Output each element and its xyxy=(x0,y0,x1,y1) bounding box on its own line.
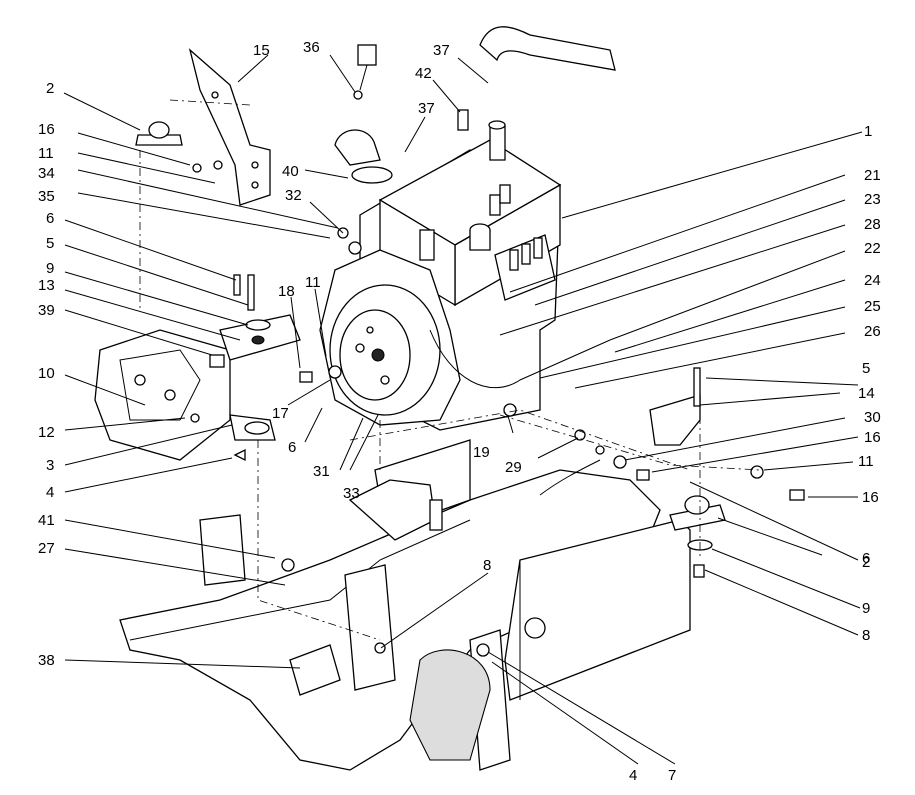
callout-19: 19 xyxy=(473,444,490,461)
callout-9: 9 xyxy=(46,260,54,277)
callout-4: 4 xyxy=(629,767,637,784)
callout-36: 36 xyxy=(303,39,320,56)
callout-17: 17 xyxy=(272,405,289,422)
callout-18: 18 xyxy=(278,283,295,300)
callout-33: 33 xyxy=(343,485,360,502)
callout-14: 14 xyxy=(858,385,875,402)
temp-sender xyxy=(353,44,469,131)
hardware-small xyxy=(190,160,805,657)
rubber-mount-top-left xyxy=(135,121,183,146)
callout-5: 5 xyxy=(46,235,54,252)
callout-2: 2 xyxy=(862,554,870,571)
callout-labels: 1 2 2 3 4 4 5 5 6 6 6 7 8 8 9 9 10 11 11… xyxy=(38,39,881,784)
callout-35: 35 xyxy=(38,188,55,205)
callout-23: 23 xyxy=(864,191,881,208)
callout-10: 10 xyxy=(38,365,55,382)
callout-8: 8 xyxy=(862,627,870,644)
throttle-cable xyxy=(429,329,611,496)
callout-29: 29 xyxy=(505,459,522,476)
callout-27: 27 xyxy=(38,540,55,557)
callout-13: 13 xyxy=(38,277,55,294)
callout-16: 16 xyxy=(38,121,55,138)
callout-11: 11 xyxy=(305,274,321,291)
thermostat-housing xyxy=(334,129,393,184)
callout-24: 24 xyxy=(864,272,881,289)
callout-39: 39 xyxy=(38,302,55,319)
callout-31: 31 xyxy=(313,463,330,480)
callout-6: 6 xyxy=(46,210,54,227)
callout-7: 7 xyxy=(668,767,676,784)
upper-hose xyxy=(479,26,616,71)
callout-6: 6 xyxy=(862,550,870,567)
callout-11: 11 xyxy=(38,145,54,162)
callout-15: 15 xyxy=(253,42,270,59)
callout-38: 38 xyxy=(38,652,55,669)
callout-3: 3 xyxy=(46,457,54,474)
callout-1: 1 xyxy=(864,123,872,140)
callout-40: 40 xyxy=(282,163,299,180)
callout-12: 12 xyxy=(38,424,55,441)
callout-42: 42 xyxy=(415,65,432,82)
callout-21: 21 xyxy=(864,167,881,184)
callout-34: 34 xyxy=(38,165,55,182)
callout-16: 16 xyxy=(862,489,879,506)
callout-32: 32 xyxy=(285,187,302,204)
callout-16: 16 xyxy=(864,429,881,446)
alignment-centerlines xyxy=(139,99,761,641)
frame-chassis xyxy=(119,439,691,771)
left-mount-bracket xyxy=(94,274,301,462)
callout-30: 30 xyxy=(864,409,881,426)
callout-26: 26 xyxy=(864,323,881,340)
callout-2: 2 xyxy=(46,80,54,97)
callout-37: 37 xyxy=(418,100,435,117)
callout-5: 5 xyxy=(862,360,870,377)
callout-11: 11 xyxy=(858,453,874,470)
callout-28: 28 xyxy=(864,216,881,233)
callout-41: 41 xyxy=(38,512,55,529)
callout-leaders xyxy=(63,54,863,765)
callout-22: 22 xyxy=(864,240,881,257)
callout-37: 37 xyxy=(433,42,450,59)
callout-6: 6 xyxy=(288,439,296,456)
right-mount-bracket xyxy=(649,367,701,446)
callout-8: 8 xyxy=(483,557,491,574)
callout-9: 9 xyxy=(862,600,870,617)
callout-25: 25 xyxy=(864,298,881,315)
lift-bracket xyxy=(188,48,271,206)
callout-4: 4 xyxy=(46,484,54,501)
